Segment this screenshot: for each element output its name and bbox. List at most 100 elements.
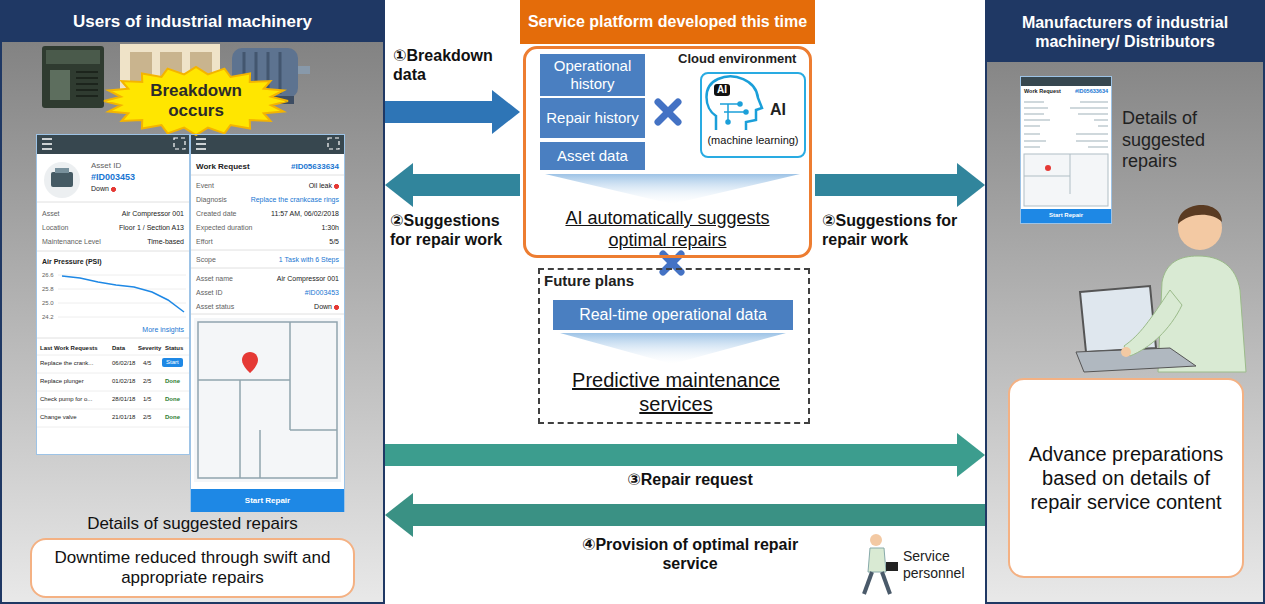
screen-text: Replace plunger: [40, 378, 84, 385]
arrow-head: [385, 163, 413, 207]
work-screen-art-part-part: [290, 429, 337, 431]
work-screen-art-part: [198, 322, 337, 478]
mini-screen-art-part-part: [1094, 119, 1108, 121]
asset-screen-art-part-part: [42, 138, 52, 140]
asset-screen-art-part: [36, 202, 190, 338]
mini-screen-art-part-part: [1070, 154, 1071, 194]
air-compressor-part: [46, 50, 100, 64]
service-person-part: [864, 572, 872, 594]
asset-screen-art-part-part: [36, 427, 190, 428]
screen-text: #ID003453: [305, 289, 339, 297]
cross-symbol-part: [658, 102, 678, 122]
flow-arrow: [815, 163, 985, 207]
asset-screen-art-part-part: [58, 289, 186, 290]
screen-text: 21/01/18: [112, 414, 135, 421]
arrow-label: ①Breakdown data: [393, 46, 517, 84]
work-screen-art-part-part: [196, 138, 206, 140]
screen-text: Location: [42, 224, 68, 232]
ai-head-icon: [707, 76, 763, 130]
screen-text: 1/5: [143, 396, 151, 403]
mini-screen-art-part: [1045, 165, 1051, 171]
asset-screen-art-part-part: [58, 303, 186, 304]
work-screen-art: [190, 134, 345, 512]
screen-text: Start: [162, 358, 183, 367]
service-person-part: [886, 562, 898, 571]
asset-screen-art-part-part: [36, 251, 190, 252]
asset-screen-art-part-part: [36, 391, 190, 392]
screen-text: Asset name: [196, 275, 233, 283]
screen-text: Created date: [196, 210, 236, 218]
asset-screen-art-part-part: [58, 317, 186, 318]
service-person-part: [868, 548, 886, 572]
screen-text: #ID003453: [91, 172, 135, 183]
screen-text: Replace the crank...: [40, 360, 93, 367]
ai-head-icon-part: [720, 102, 748, 124]
mini-screen: Work Request#ID05633634Start Repair: [1020, 76, 1112, 224]
air-compressor-part: [76, 72, 98, 96]
air-compressor-part-part: [76, 83, 98, 85]
arrow-shaft: [385, 101, 492, 123]
cloud-box: Operational historyRepair historyAsset d…: [523, 46, 812, 258]
future-heading: Future plans: [544, 272, 634, 290]
flow-arrow: [385, 90, 520, 134]
screen-text: Scope: [196, 256, 216, 264]
asset-screen: Asset ID#ID003453DownAssetAir Compressor…: [36, 134, 190, 455]
arrow-head: [957, 163, 985, 207]
electric-motor-part: [298, 66, 310, 74]
screen-text: 4/5: [143, 360, 151, 367]
alert-text: Breakdown occurs: [140, 81, 252, 122]
screen-text: Severity: [138, 345, 161, 352]
screen-text: Floor 1 / Section A13: [119, 224, 184, 232]
flow-triangle-part: [545, 174, 800, 204]
screen-text: Replace the crankcase rings: [251, 196, 339, 204]
ai-head-icon-part-part: [744, 110, 748, 114]
mini-screen-art-part-part: [1024, 125, 1040, 127]
screen-text: 25.8: [42, 286, 54, 293]
work-screen-art-part-part: [190, 250, 345, 251]
screen-text: Maintenance Level: [42, 238, 101, 246]
box-text: Operational history: [544, 57, 641, 93]
arrow-head: [385, 493, 413, 537]
air-compressor-part-part: [76, 95, 98, 97]
burst-outline: [104, 67, 288, 135]
arrow-label: ④Provision of optimal repair service: [580, 535, 800, 573]
work-screen-art-part-part: [289, 322, 291, 430]
work-screen-art-part: [194, 318, 341, 482]
mini-screen-art-part: [1024, 102, 1108, 147]
air-compressor-part-part: [76, 71, 98, 73]
benefit-text: Advance preparations based on details of…: [1018, 442, 1234, 514]
work-screen-art-part-part: [190, 314, 345, 315]
work-screen-art-part: [328, 138, 339, 149]
mini-screen-art-part-part: [1024, 146, 1040, 148]
mini-screen-art-part-part: [1076, 140, 1108, 142]
mini-screen-art-part-part: [1024, 176, 1070, 177]
flow-arrow: [385, 433, 985, 477]
work-screen-art-part-part: [196, 143, 206, 145]
screen-text: Time-based: [147, 238, 184, 246]
screen-text: 24.2: [42, 314, 54, 321]
asset-screen-art: [36, 134, 190, 455]
air-compressor-part-part: [76, 89, 98, 91]
mini-screen-art-part-part: [1024, 101, 1044, 103]
screen-text: 11:57 AM, 06/02/2018: [271, 210, 339, 218]
screen-text: Start Repair: [191, 489, 344, 512]
mini-screen-art-part-part: [1070, 107, 1108, 109]
mini-screen-art-part: [1020, 76, 1112, 86]
flow-arrow: [385, 163, 520, 207]
mini-screen-art-part-part: [1024, 113, 1044, 115]
screen-text: Air Compressor 001: [122, 210, 184, 218]
screen-text: 5/5: [329, 238, 339, 246]
work-screen-art-part: [190, 134, 345, 512]
screen-text: 25.0: [42, 300, 54, 307]
work-screen-art-part: [242, 352, 258, 373]
electric-motor-part-part: [267, 52, 270, 94]
screen-text: 06/02/18: [112, 360, 135, 367]
mini-screen-art-part-part: [1080, 101, 1108, 103]
arrow-head: [957, 433, 985, 477]
mini-screen-art-part: [1024, 154, 1108, 206]
arrow-shaft: [815, 174, 957, 196]
platform-column: Operational historyRepair historyAsset d…: [520, 0, 815, 432]
electric-motor-part-part: [279, 52, 282, 94]
arrow-label: ③Repair request: [540, 470, 840, 489]
data-box: Repair history: [540, 98, 645, 138]
